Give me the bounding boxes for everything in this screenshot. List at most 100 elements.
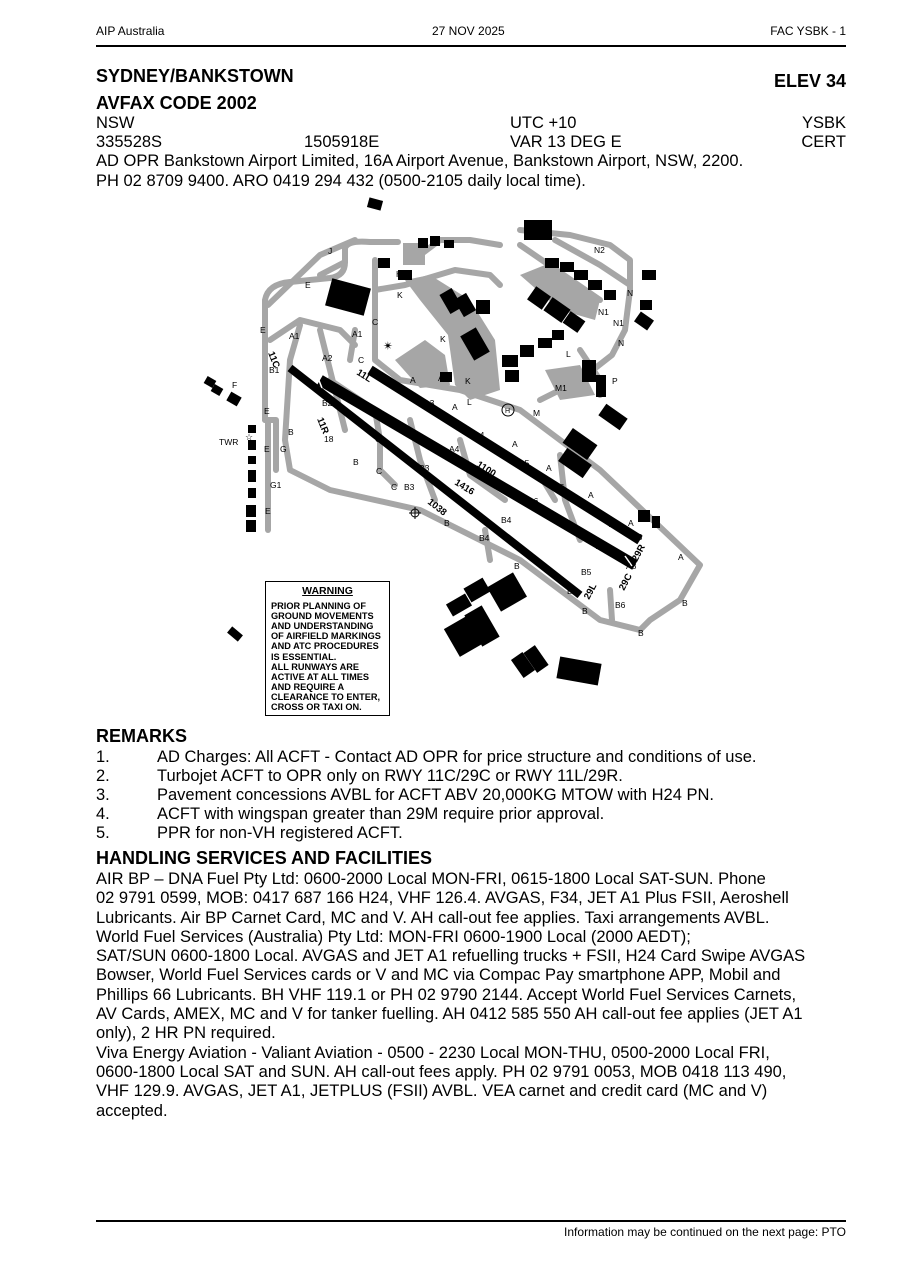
operator-line-1: AD OPR Bankstown Airport Limited, 16A Ai… — [96, 152, 744, 170]
handling-text: AIR BP – DNA Fuel Pty Ltd: 0600-2000 Loc… — [96, 870, 846, 1121]
operator-line-2: PH 02 8709 9400. ARO 0419 294 432 (0500-… — [96, 172, 586, 190]
remark-item: 4.ACFT with wingspan greater than 29M re… — [96, 805, 605, 823]
handling-heading: HANDLING SERVICES AND FACILITIES — [96, 848, 433, 868]
svg-text:B1: B1 — [269, 365, 280, 375]
remarks-heading: REMARKS — [96, 726, 188, 746]
svg-text:A: A — [678, 552, 684, 562]
svg-text:B: B — [288, 427, 294, 437]
svg-text:K: K — [440, 334, 446, 344]
footer-note: Information may be continued on the next… — [564, 1225, 846, 1239]
longitude: 1505918E — [304, 133, 380, 151]
handling-line: VHF 129.9. AVGAS, JET A1, JETPLUS (FSII)… — [96, 1082, 768, 1101]
svg-text:L: L — [511, 371, 516, 381]
svg-text:L: L — [467, 397, 472, 407]
svg-text:C: C — [358, 355, 364, 365]
apron-areas — [395, 265, 600, 400]
svg-text:L: L — [566, 349, 571, 359]
remark-item: 5.PPR for non-VH registered ACFT. — [96, 824, 403, 842]
handling-line: only), 2 HR PN required. — [96, 1024, 276, 1043]
handling-line: World Fuel Services (Australia) Pty Ltd:… — [96, 927, 691, 946]
svg-text:11R: 11R — [314, 416, 331, 436]
svg-text:A8: A8 — [626, 561, 637, 571]
warning-line: AND ATC PROCEDURES — [271, 641, 379, 652]
svg-text:29R: 29R — [630, 543, 648, 564]
warning-line: AND REQUIRE A — [271, 681, 345, 692]
svg-text:N1: N1 — [598, 307, 609, 317]
svg-text:K: K — [465, 376, 471, 386]
svg-text:A6: A6 — [554, 482, 565, 492]
svg-text:A: A — [588, 490, 594, 500]
header-date: 27 NOV 2025 — [432, 24, 505, 38]
svg-text:B: B — [444, 518, 450, 528]
header-rule — [96, 45, 846, 47]
handling-line: 0600-1800 Local SAT and SUN. AH call-out… — [96, 1062, 787, 1081]
header-publication: AIP Australia — [96, 24, 165, 38]
aerodrome-name: SYDNEY/BANKSTOWN — [96, 66, 294, 86]
svg-text:N1: N1 — [613, 318, 624, 328]
svg-text:J: J — [328, 246, 332, 256]
svg-text:B5: B5 — [581, 567, 592, 577]
svg-text:C: C — [372, 317, 378, 327]
svg-text:29C: 29C — [617, 572, 635, 593]
svg-text:29L: 29L — [582, 582, 599, 602]
handling-line: Bowser, World Fuel Services cards or V a… — [96, 966, 781, 985]
utc-offset: UTC +10 — [510, 114, 577, 132]
runway-11r-29l — [287, 364, 583, 599]
header-page-id: FAC YSBK - 1 — [770, 24, 846, 38]
svg-text:☆: ☆ — [245, 432, 253, 442]
svg-text:A: A — [410, 375, 416, 385]
svg-text:N2: N2 — [594, 245, 605, 255]
svg-text:A4: A4 — [449, 444, 460, 454]
svg-text:A2: A2 — [322, 353, 333, 363]
avfax-code: AVFAX CODE 2002 — [96, 93, 257, 113]
remark-item: 2.Turbojet ACFT to OPR only on RWY 11C/2… — [96, 767, 623, 785]
warning-line: CLEARANCE TO ENTER, — [271, 691, 381, 702]
svg-text:A5: A5 — [519, 458, 530, 468]
svg-text:B3: B3 — [404, 482, 415, 492]
svg-text:✴: ✴ — [383, 339, 393, 353]
aerodrome-diagram: ✴ ☆ N2 N1 N1 N N H K K K J E E E E E A1 … — [203, 197, 703, 686]
svg-text:A: A — [628, 518, 634, 528]
svg-text:C: C — [391, 482, 397, 492]
svg-text:E: E — [265, 506, 271, 516]
aerodrome-elevation: ELEV 34 — [773, 71, 846, 91]
svg-text:N: N — [627, 288, 633, 298]
svg-text:B: B — [353, 457, 359, 467]
handling-line: AIR BP – DNA Fuel Pty Ltd: 0600-2000 Loc… — [96, 870, 766, 888]
svg-text:18: 18 — [324, 434, 334, 444]
svg-text:B: B — [682, 598, 688, 608]
svg-text:B4: B4 — [479, 533, 490, 543]
footer-rule — [96, 1220, 846, 1222]
svg-text:A1: A1 — [289, 331, 300, 341]
svg-text:B: B — [638, 628, 644, 638]
svg-text:M: M — [533, 408, 540, 418]
svg-text:E: E — [264, 444, 270, 454]
handling-line: SAT/SUN 0600-1800 Local. AVGAS and JET A… — [96, 947, 806, 966]
svg-text:N: N — [618, 338, 624, 348]
state: NSW — [96, 114, 135, 132]
svg-text:B: B — [514, 561, 520, 571]
svg-text:H: H — [505, 408, 510, 415]
svg-text:P: P — [612, 376, 618, 386]
tower-label: TWR — [219, 437, 238, 447]
warning-title: WARNING — [302, 585, 353, 597]
handling-line: Lubricants. Air BP Carnet Card, MC and V… — [96, 908, 770, 927]
warning-line: ALL RUNWAYS ARE — [271, 661, 359, 672]
handling-line: 02 9791 0599, MOB: 0417 687 166 H24, VHF… — [96, 889, 789, 908]
svg-text:A7: A7 — [596, 541, 607, 551]
icao-code: YSBK — [801, 114, 846, 132]
remark-item: 1.AD Charges: All ACFT - Contact AD OPR … — [96, 748, 757, 766]
runway-11l-29r — [367, 365, 643, 545]
warning-line: OF AIRFIELD MARKINGS — [271, 631, 381, 642]
warning-line: GROUND MOVEMENTS — [271, 611, 374, 622]
certification: CERT — [801, 133, 846, 151]
svg-text:B4: B4 — [501, 515, 512, 525]
warning-line: ACTIVE AT ALL TIMES — [271, 671, 369, 682]
svg-text:G: G — [280, 444, 287, 454]
svg-text:H: H — [396, 269, 402, 279]
remark-item: 3.Pavement concessions AVBL for ACFT ABV… — [96, 786, 714, 804]
handling-line: Phillips 66 Lubricants. BH VHF 119.1 or … — [96, 985, 797, 1004]
handling-line: Viva Energy Aviation - Valiant Aviation … — [96, 1043, 770, 1062]
